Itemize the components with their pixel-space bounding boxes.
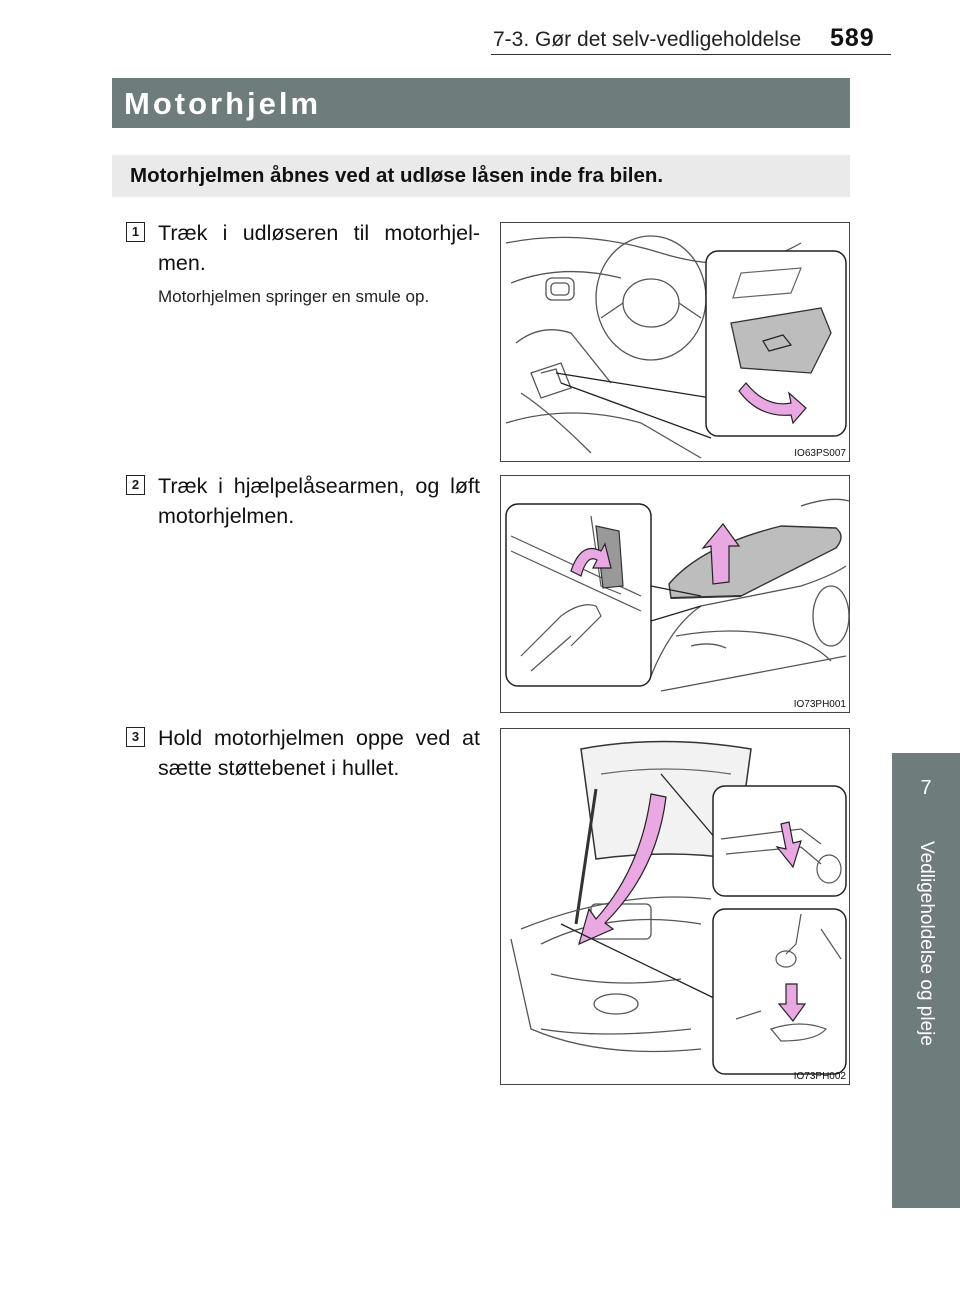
running-header-section: 7-3. Gør det selv-vedligeholdelse [493, 28, 802, 51]
figure-auxiliary-catch: IO73PH001 [500, 475, 850, 713]
header-rule [491, 54, 891, 55]
figure-code: IO63PS007 [794, 448, 846, 459]
step-text-1: Træk i udløseren til motorhjel-men. [158, 221, 480, 275]
step-text-3: Hold motorhjelmen oppe ved at sætte støt… [158, 726, 480, 780]
figure-code: IO73PH001 [793, 699, 846, 710]
figure-code: IO73PH002 [793, 1071, 846, 1082]
chapter-label: Vedligeholdelse og pleje [916, 841, 937, 1046]
hood-release-illustration [505, 235, 847, 459]
step-number-2: 2 [126, 475, 145, 495]
figure-hood-release-lever: IO63PS007 [500, 222, 850, 462]
step-number-1: 1 [126, 222, 145, 242]
intro-summary: Motorhjelmen åbnes ved at udløse låsen i… [112, 155, 850, 197]
chapter-number: 7 [920, 777, 932, 799]
chapter-side-tab: 7 Vedligeholdelse og pleje [892, 753, 960, 1208]
auxiliary-catch-illustration [505, 498, 850, 692]
figure-support-rod: IO73PH002 [500, 728, 850, 1085]
step-text-2: Træk i hjælpelåsearmen, og løft motorhje… [158, 474, 480, 528]
page-number: 589 [830, 24, 875, 52]
page-title: Motorhjelm [112, 78, 850, 128]
step-number-3: 3 [126, 727, 145, 747]
support-rod-illustration [510, 740, 847, 1075]
step-note-1: Motorhjelmen springer en smule op. [158, 287, 430, 306]
